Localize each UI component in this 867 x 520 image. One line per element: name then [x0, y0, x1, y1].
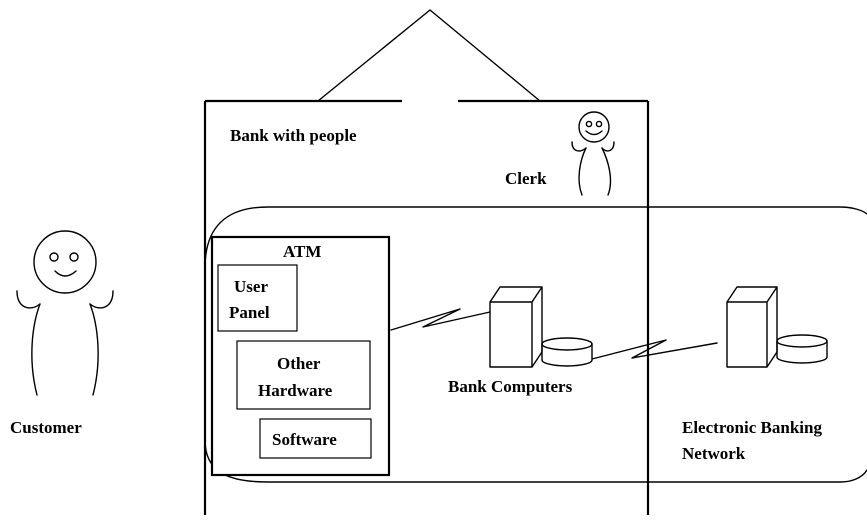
other-hardware-label-2: Hardware [258, 381, 333, 400]
other-hardware-label-1: Other [277, 354, 321, 373]
clerk-label: Clerk [505, 169, 547, 188]
bank-computers [489, 286, 593, 368]
disk-drive-icon [541, 337, 593, 367]
other-hardware-box [236, 340, 371, 410]
server-tower-icon [489, 286, 543, 368]
software-label: Software [272, 430, 337, 449]
network-label-1: Electronic Banking [682, 418, 822, 437]
atm-box: ATM User Panel Other Hardware Software [210, 235, 391, 477]
customer-label: Customer [10, 418, 82, 437]
user-panel-label-1: User [234, 277, 268, 296]
atm-label: ATM [283, 242, 321, 261]
bank-building [203, 9, 650, 515]
user-panel-label-2: Panel [229, 303, 270, 322]
user-panel-box [217, 264, 298, 332]
atm-bank-link [390, 308, 491, 331]
network-server-icon [726, 286, 778, 368]
bank-label: Bank with people [230, 126, 357, 145]
network-computers [726, 286, 828, 368]
bank-network-link [591, 339, 718, 360]
network-label-2: Network [682, 444, 746, 463]
clerk-figure [571, 111, 615, 196]
customer-figure [16, 230, 114, 396]
software-box [259, 418, 372, 459]
bank-roof [317, 9, 541, 102]
network-disk-icon [776, 334, 828, 364]
bank-computers-label: Bank Computers [448, 377, 573, 396]
